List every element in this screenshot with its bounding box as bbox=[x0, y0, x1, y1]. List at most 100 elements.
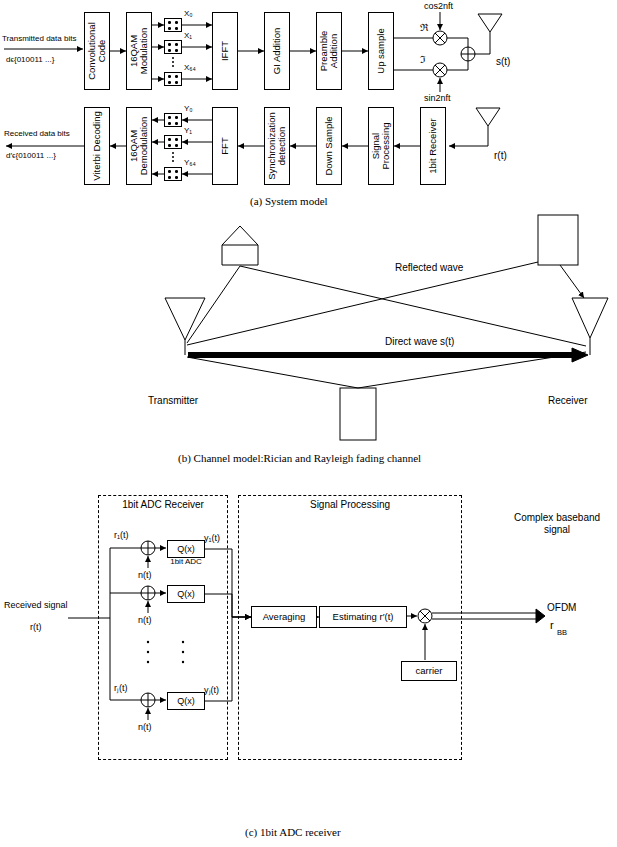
text-label: Transmitted data bits bbox=[2, 34, 76, 43]
carrier-arrow bbox=[440, 12, 441, 30]
constellation-dot bbox=[175, 75, 178, 78]
connector bbox=[152, 47, 164, 48]
mixer-symbol bbox=[433, 63, 447, 77]
connector bbox=[182, 142, 212, 143]
constellation-icon: Y₁ bbox=[164, 135, 182, 149]
reflected-path bbox=[187, 266, 586, 346]
symbol-label: Y₁ bbox=[184, 127, 192, 135]
box-label: Preamble Addition bbox=[319, 16, 340, 86]
box-label: Signal Processing bbox=[371, 111, 392, 181]
antenna-symbol bbox=[572, 298, 608, 338]
connector bbox=[205, 594, 251, 617]
connector bbox=[152, 142, 164, 143]
box-label: Q(x) bbox=[168, 693, 204, 709]
input-arrow bbox=[4, 49, 83, 50]
connector bbox=[182, 47, 212, 48]
text-label: Received signal bbox=[4, 600, 68, 610]
antenna-symbol bbox=[165, 298, 205, 340]
text-label: n(t) bbox=[138, 570, 152, 580]
connector bbox=[152, 174, 164, 175]
box-label: 16QAM Demodulation bbox=[129, 111, 150, 181]
constellation-dot bbox=[168, 122, 171, 125]
text-label: ℜ bbox=[420, 22, 428, 34]
adc-box: Q(x) bbox=[167, 585, 205, 603]
connector bbox=[182, 120, 212, 121]
connector bbox=[110, 146, 126, 147]
symbol-label: Y₆₄ bbox=[184, 159, 196, 167]
constellation-dot bbox=[175, 49, 178, 52]
box-label: FFT bbox=[220, 111, 230, 181]
constellation-dot bbox=[168, 27, 171, 30]
text-label: r(t) bbox=[30, 622, 42, 632]
text-label: r₁(t) bbox=[114, 530, 129, 540]
wire bbox=[394, 70, 433, 71]
process-box: Convolutional Code bbox=[84, 12, 110, 90]
box-label: GI Addition bbox=[272, 16, 282, 86]
mixer-cross bbox=[435, 33, 445, 43]
text-label: d′ϵ{010011 ...} bbox=[6, 151, 56, 160]
process-box: Preamble Addition bbox=[316, 12, 342, 90]
text-label: OFDM bbox=[547, 602, 576, 614]
mixer-cross bbox=[435, 65, 445, 75]
connector bbox=[205, 549, 251, 617]
antenna-stem bbox=[185, 340, 186, 355]
antenna-stem bbox=[590, 338, 591, 355]
caption: (b) Channel model:Rician and Rayleigh fa… bbox=[178, 452, 421, 465]
wire bbox=[68, 548, 141, 700]
box-label: Up sample bbox=[376, 16, 386, 86]
constellation-dot bbox=[168, 43, 171, 46]
constellation-dot bbox=[168, 138, 171, 141]
mixer-symbol bbox=[433, 31, 447, 45]
connector bbox=[182, 79, 212, 80]
constellation-dot bbox=[168, 75, 171, 78]
connector bbox=[238, 51, 264, 52]
symbol-label: Y₀ bbox=[184, 105, 193, 113]
symbol-label: X₀ bbox=[184, 10, 193, 18]
text-label: Transmitter bbox=[148, 395, 198, 407]
reflected-path bbox=[187, 262, 538, 345]
box-label: Down Sample bbox=[324, 111, 334, 181]
caption: (c) 1bit ADC receiver bbox=[245, 826, 341, 839]
box-label: Viterbi Decoding bbox=[92, 111, 102, 181]
caption: (a) System model bbox=[250, 195, 328, 208]
symbol-label: X₆₄ bbox=[184, 64, 196, 72]
process-box: Signal Processing bbox=[368, 107, 394, 185]
text-label: Complex baseband signal bbox=[505, 512, 609, 535]
constellation-dot bbox=[175, 138, 178, 141]
reflected-arrow bbox=[560, 265, 584, 298]
process-box: Down Sample bbox=[316, 107, 342, 185]
adder-plus bbox=[461, 47, 475, 61]
connector bbox=[238, 146, 264, 147]
process-box: Estimating r′(t) bbox=[319, 606, 407, 628]
wire bbox=[155, 548, 166, 549]
component-label: 1bit ADC bbox=[170, 557, 202, 567]
constellation-dot bbox=[175, 176, 178, 179]
arrow-head bbox=[536, 609, 545, 623]
connector bbox=[342, 51, 368, 52]
noise-arrow bbox=[148, 708, 149, 720]
box-label: 1bit Receiver bbox=[428, 111, 438, 181]
text-label: yⱼ(t) bbox=[204, 685, 219, 695]
noise-arrow bbox=[148, 601, 149, 613]
box-label: 16QAM Modulation bbox=[129, 16, 150, 86]
house bbox=[222, 226, 258, 265]
process-box: carrier bbox=[401, 661, 457, 681]
text-label: sin2nft bbox=[424, 93, 451, 103]
constellation-dot bbox=[175, 122, 178, 125]
wire bbox=[475, 32, 490, 54]
connector bbox=[152, 120, 164, 121]
box-label: carrier bbox=[402, 662, 456, 680]
adc-box: Q(x) bbox=[167, 692, 205, 710]
output-arrow bbox=[6, 146, 84, 147]
process-box: 16QAM Demodulation bbox=[126, 107, 152, 185]
process-box: Viterbi Decoding bbox=[84, 107, 110, 185]
text-label: s(t) bbox=[496, 56, 510, 68]
wire bbox=[155, 593, 166, 594]
text-label: Receiver bbox=[548, 395, 587, 407]
text-label: Direct wave s(t) bbox=[385, 336, 454, 348]
text-label: rⱼ(t) bbox=[114, 683, 128, 693]
constellation-dot bbox=[175, 81, 178, 84]
connector bbox=[152, 79, 164, 80]
constellation-icon: X₀ bbox=[164, 18, 182, 32]
